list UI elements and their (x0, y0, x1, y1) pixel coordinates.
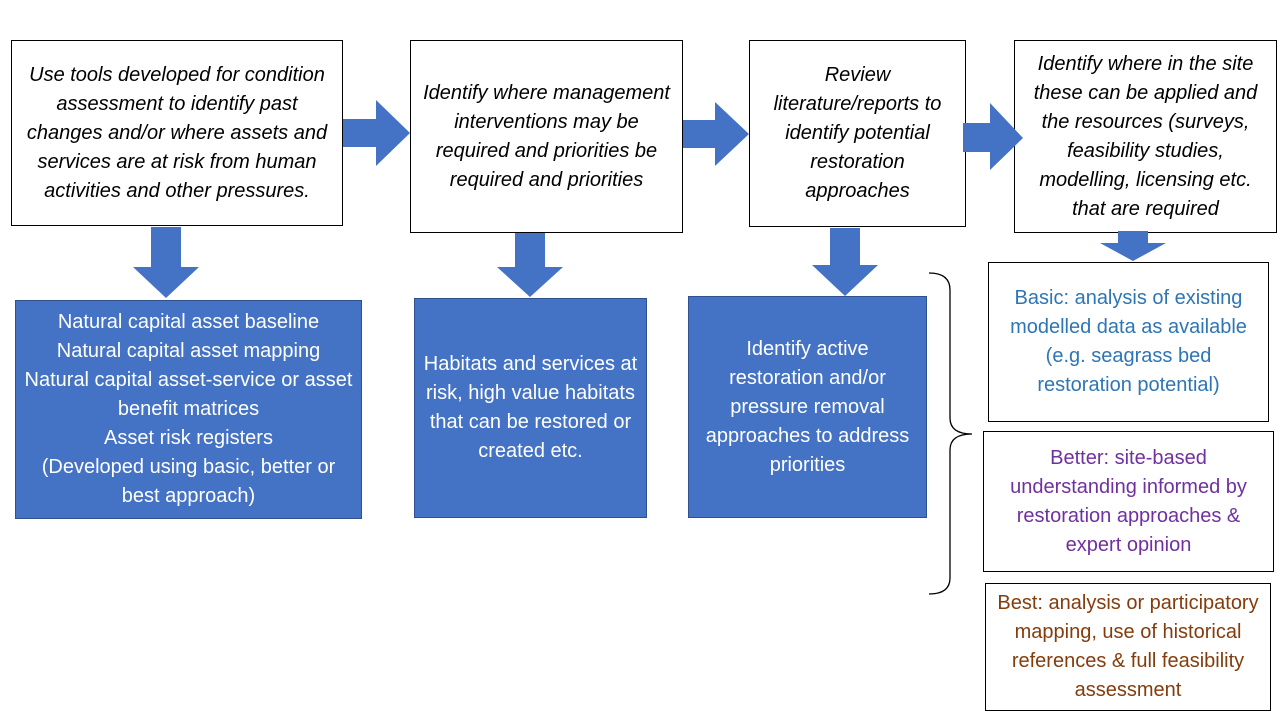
asset-output-matrices: Natural capital asset-service or asset b… (24, 369, 353, 420)
asset-output-approach-note: (Developed using basic, better or best a… (41, 456, 336, 507)
asset-output-mapping: Natural capital asset mapping (56, 340, 321, 362)
arrow-right-icon (683, 102, 749, 166)
arrow-down-icon (497, 233, 563, 297)
basic-level-text: Basic: analysis of existing modelled dat… (1010, 287, 1247, 396)
restoration-outputs-text: Identify active restoration and/or press… (705, 337, 910, 476)
asset-output-baseline: Natural capital asset baseline (57, 311, 320, 333)
better-level-box: Better: site-based understanding informe… (983, 431, 1274, 572)
step-1-box: Use tools developed for condition assess… (11, 40, 343, 226)
best-level-text: Best: analysis or participatory mapping,… (997, 592, 1259, 701)
arrow-right-icon (343, 100, 410, 166)
habitat-outputs-box: Habitats and services at risk, high valu… (414, 298, 647, 518)
better-level-text: Better: site-based understanding informe… (1010, 446, 1247, 556)
step-3-text: Review literature/reports to identify po… (773, 64, 942, 202)
level-bracket (928, 272, 973, 595)
step-3-box: Review literature/reports to identify po… (749, 40, 966, 227)
step-2-text: Identify where management interventions … (423, 81, 670, 191)
asset-output-risk-registers: Asset risk registers (104, 427, 273, 449)
arrow-down-icon (812, 228, 878, 296)
step-2-box: Identify where management interventions … (410, 40, 683, 233)
arrow-down-icon (133, 227, 199, 298)
best-level-box: Best: analysis or participatory mapping,… (985, 583, 1271, 711)
habitat-outputs-text: Habitats and services at risk, high valu… (423, 353, 638, 462)
step-4-box: Identify where in the site these can be … (1014, 40, 1277, 233)
asset-outputs-box: Natural capital asset baseline Natural c… (15, 300, 362, 519)
arrow-down-icon (1100, 231, 1166, 261)
step-1-text: Use tools developed for condition assess… (26, 63, 328, 202)
step-4-text: Identify where in the site these can be … (1033, 52, 1258, 220)
restoration-outputs-box: Identify active restoration and/or press… (688, 296, 927, 518)
arrow-right-icon (963, 103, 1023, 170)
basic-level-box: Basic: analysis of existing modelled dat… (988, 262, 1269, 422)
